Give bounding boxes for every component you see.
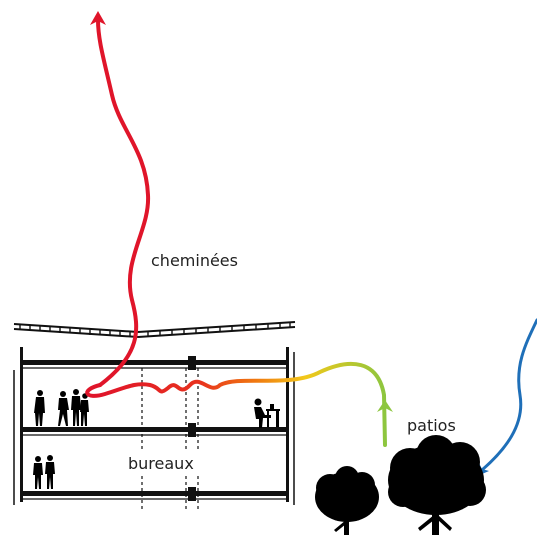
building-section xyxy=(13,347,295,505)
label-patios: patios xyxy=(407,416,456,435)
office-airflow-arrow xyxy=(85,361,393,447)
people-icons-lower xyxy=(33,455,55,489)
left-facade xyxy=(20,347,23,502)
top-slab xyxy=(20,360,289,365)
inflow-arrow xyxy=(475,318,537,477)
person-icon xyxy=(58,391,69,426)
tree-icon xyxy=(388,435,486,535)
label-bureaux: bureaux xyxy=(128,454,194,473)
person-icon xyxy=(45,455,55,489)
person-icon xyxy=(34,390,45,426)
tree-icon xyxy=(315,466,379,535)
desk-worker-icon xyxy=(254,398,280,428)
ground-slab xyxy=(20,491,289,496)
tree-icons xyxy=(315,435,486,535)
chimney-exhaust-arrow xyxy=(90,11,151,387)
right-facade xyxy=(286,347,289,502)
people-icons-upper xyxy=(34,389,89,426)
central-column xyxy=(188,356,196,370)
person-icon xyxy=(80,393,89,426)
person-icon xyxy=(33,456,43,489)
middle-slab xyxy=(20,427,289,432)
roof-canopy xyxy=(13,321,296,338)
label-cheminees: cheminées xyxy=(151,251,238,270)
person-icon xyxy=(71,389,81,426)
